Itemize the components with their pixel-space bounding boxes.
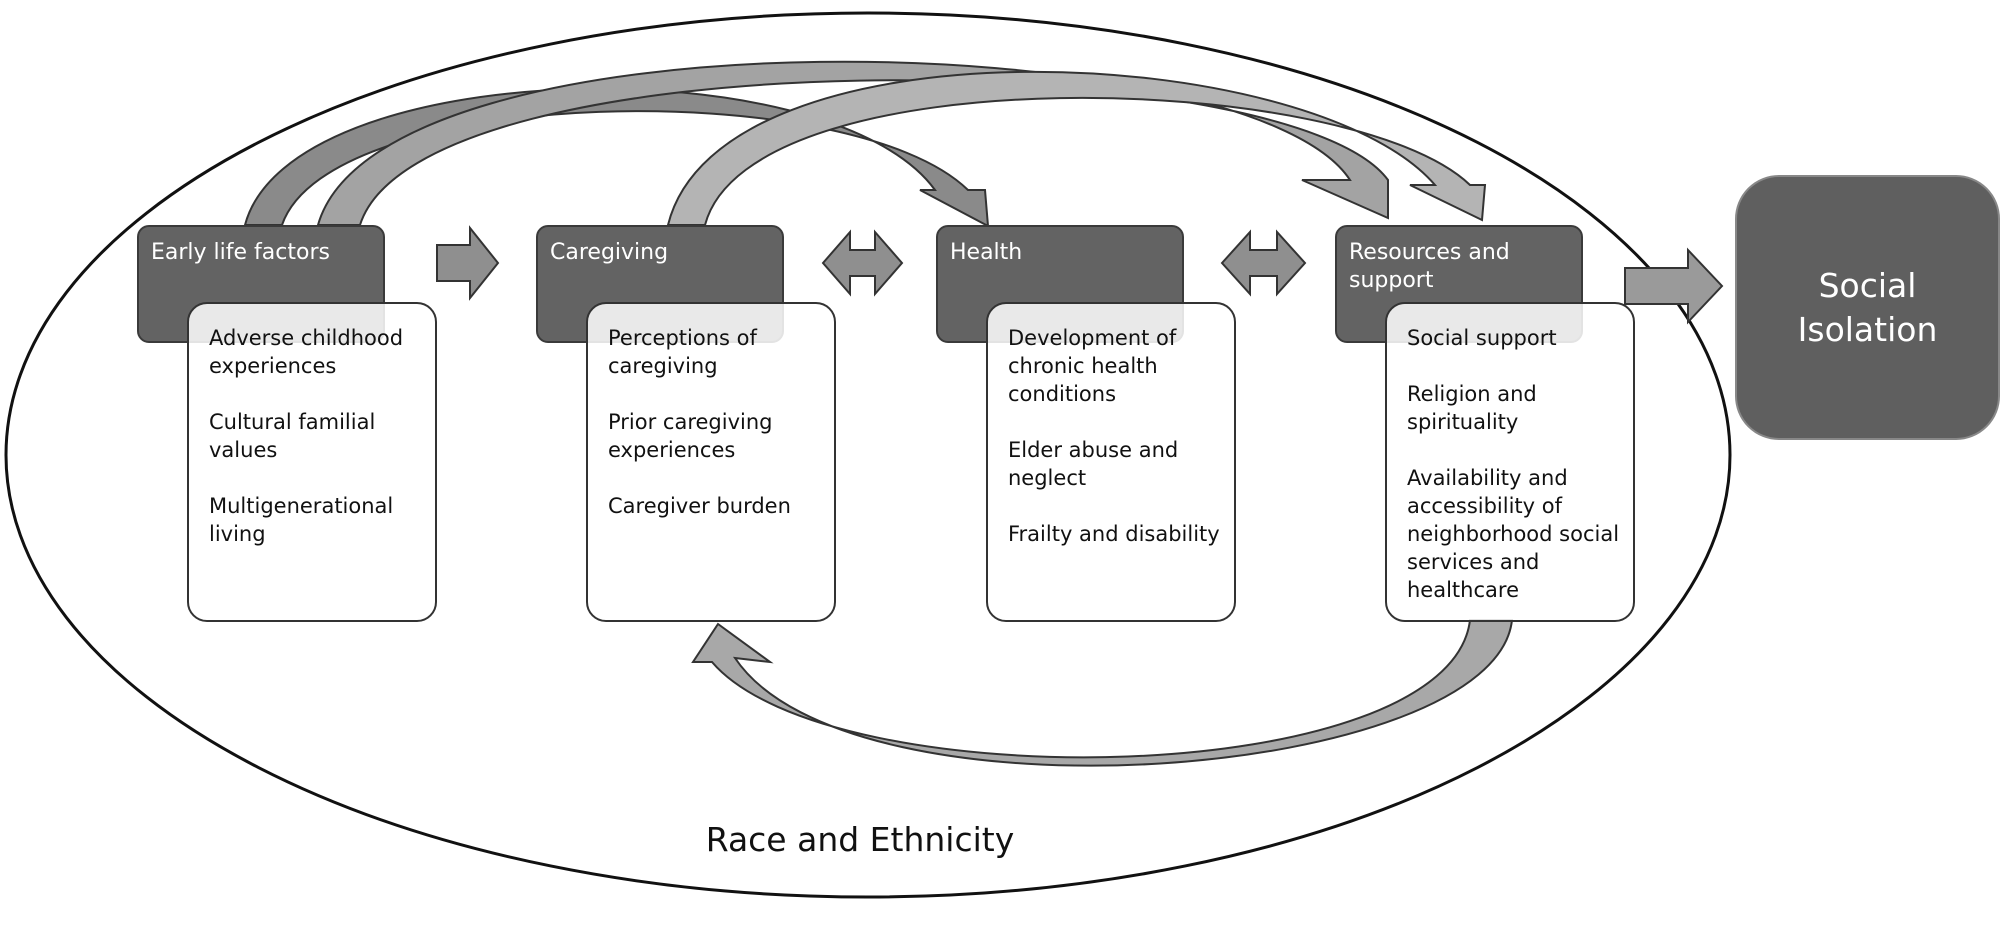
header-early-life-factors-label: Early life factors — [151, 240, 330, 265]
outcome-label: Social Isolation — [1797, 265, 1938, 349]
context-label: Race and Ethnicity — [705, 820, 1015, 859]
item-adverse-childhood: Adverse childhood experiences — [209, 326, 404, 378]
header-caregiving-label: Caregiving — [550, 240, 669, 265]
item-prior-caregiving: Prior caregiving experiences — [608, 410, 773, 462]
header-resources-support-label: Resources and support — [1349, 240, 1510, 293]
item-neighborhood-services: Availability and accessibility of neighb… — [1407, 466, 1620, 602]
item-multigenerational: Multigenerational living — [209, 494, 394, 546]
header-health: Health — [936, 225, 1184, 343]
item-religion: Religion and spirituality — [1407, 382, 1537, 434]
card-health: Development of chronic health conditions… — [986, 302, 1236, 622]
double-arrow-health-resources — [1220, 229, 1307, 297]
card-caregiving: Perceptions of caregiving Prior caregivi… — [586, 302, 836, 622]
item-perceptions-caregiving: Perceptions of caregiving — [608, 326, 757, 378]
header-resources-support: Resources and support — [1335, 225, 1583, 343]
item-frailty: Frailty and disability — [1008, 522, 1220, 546]
outcome-social-isolation: Social Isolation — [1735, 175, 2000, 440]
arrow-resources-to-outcome — [1624, 247, 1724, 325]
curved-arrow-early-to-resources — [316, 60, 1389, 226]
context-ellipse — [4, 11, 1732, 899]
item-social-support: Social support — [1407, 326, 1557, 350]
item-caregiver-burden: Caregiver burden — [608, 494, 791, 518]
card-early-life-factors: Adverse childhood experiences Cultural f… — [187, 302, 437, 622]
header-health-label: Health — [950, 240, 1023, 265]
item-elder-abuse: Elder abuse and neglect — [1008, 438, 1179, 490]
item-cultural-values: Cultural familial values — [209, 410, 376, 462]
arrow-early-to-caregiving — [436, 225, 500, 301]
curved-arrow-caregiving-to-resources — [666, 70, 1487, 226]
item-chronic-conditions: Development of chronic health conditions — [1008, 326, 1177, 406]
curved-arrow-resources-to-caregiving — [691, 619, 1514, 767]
double-arrow-caregiving-health — [821, 229, 904, 297]
card-resources-support: Social support Religion and spirituality… — [1385, 302, 1635, 622]
